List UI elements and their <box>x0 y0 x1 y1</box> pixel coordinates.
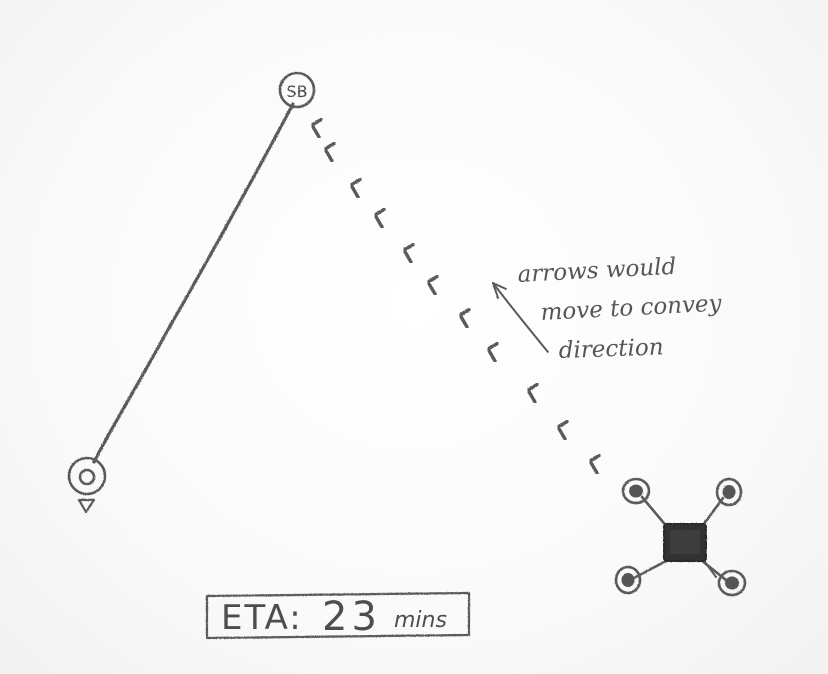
eta-prefix: ETA: <box>221 598 303 638</box>
sb-marker-label: SB <box>286 82 307 101</box>
rotor-front-left <box>621 477 651 505</box>
annotation-note: arrows would move to convey direction <box>517 254 723 364</box>
chevron-arrow-icon <box>349 177 363 199</box>
eta-unit: mins <box>394 608 447 633</box>
chevron-arrow-icon <box>402 242 416 264</box>
chevron-arrow-icon <box>310 117 324 139</box>
annotation-pointer <box>492 282 549 353</box>
chevron-arrow-icon <box>426 274 440 296</box>
direction-arrows <box>310 117 602 475</box>
annotation-line-2: move to convey <box>540 290 723 325</box>
quadcopter-drone-icon[interactable] <box>614 477 747 597</box>
route-line <box>92 102 295 464</box>
chevron-arrow-icon <box>526 382 540 404</box>
rotor-rear-right <box>717 569 747 597</box>
eta-value: 23 <box>322 594 381 640</box>
chevron-arrow-icon <box>588 453 602 475</box>
chevron-arrow-icon <box>373 207 387 229</box>
chevron-arrow-icon <box>556 419 570 441</box>
rotor-rear-left <box>614 565 642 595</box>
rotor-front-right <box>715 477 743 507</box>
chevron-arrow-icon <box>458 307 472 329</box>
chevron-arrow-icon <box>486 341 500 363</box>
sb-marker-icon[interactable]: SB <box>278 71 316 109</box>
annotation-line-3: direction <box>558 334 664 364</box>
eta-box: ETA: 23 mins <box>205 591 471 640</box>
location-pin-icon[interactable] <box>67 456 107 514</box>
chevron-arrow-icon <box>323 141 337 163</box>
annotation-line-1: arrows would <box>517 254 677 288</box>
